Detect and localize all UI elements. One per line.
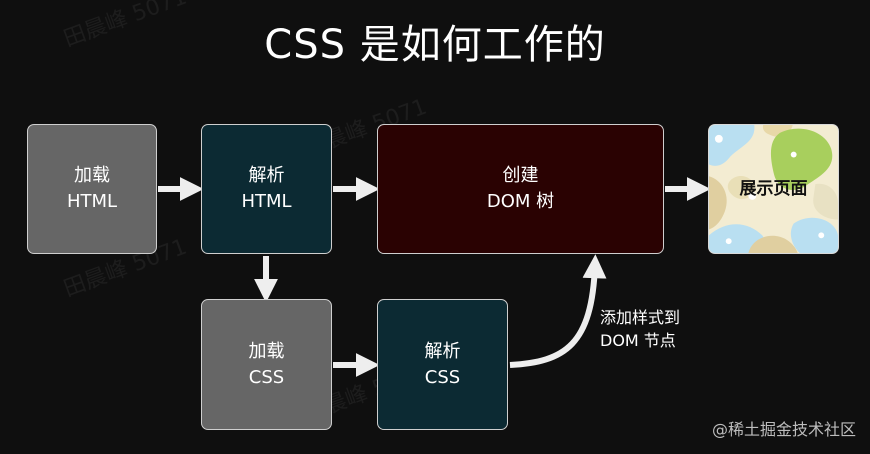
load-html-line2: HTML bbox=[66, 191, 118, 212]
build-dom-line2: DOM 树 bbox=[486, 191, 555, 212]
parse-html-line2: HTML bbox=[241, 191, 292, 212]
load-css-line1: 加载 bbox=[248, 340, 285, 362]
load-html-line1: 加载 bbox=[74, 165, 110, 186]
render-page-label: 展示页面 bbox=[739, 179, 808, 199]
arrow-parse-css-to-dom bbox=[509, 254, 607, 368]
render-page-box: 展示页面 bbox=[708, 124, 839, 254]
corner-watermark: @稀土掘金技术社区 bbox=[711, 420, 856, 439]
parse-css-line2: CSS bbox=[424, 366, 461, 388]
parse-html-box: 解析 HTML bbox=[201, 124, 332, 254]
apply-styles-note-line2: DOM 节点 bbox=[600, 331, 676, 350]
page-pattern-illustration bbox=[709, 125, 838, 253]
apply-styles-note: 添加样式到 DOM 节点 bbox=[600, 306, 680, 352]
page-title: CSS 是如何工作的 bbox=[264, 22, 606, 68]
parse-css-line1: 解析 bbox=[424, 340, 461, 362]
load-html-box: 加载 HTML bbox=[27, 124, 157, 254]
parse-css-box: 解析 CSS bbox=[377, 299, 508, 430]
parse-html-line1: 解析 bbox=[248, 165, 285, 186]
build-dom-box: 创建 DOM 树 bbox=[377, 124, 664, 254]
build-dom-line1: 创建 bbox=[502, 165, 539, 186]
apply-styles-note-line1: 添加样式到 bbox=[600, 308, 681, 327]
load-css-box: 加载 CSS bbox=[201, 299, 332, 430]
load-css-line2: CSS bbox=[248, 366, 285, 388]
